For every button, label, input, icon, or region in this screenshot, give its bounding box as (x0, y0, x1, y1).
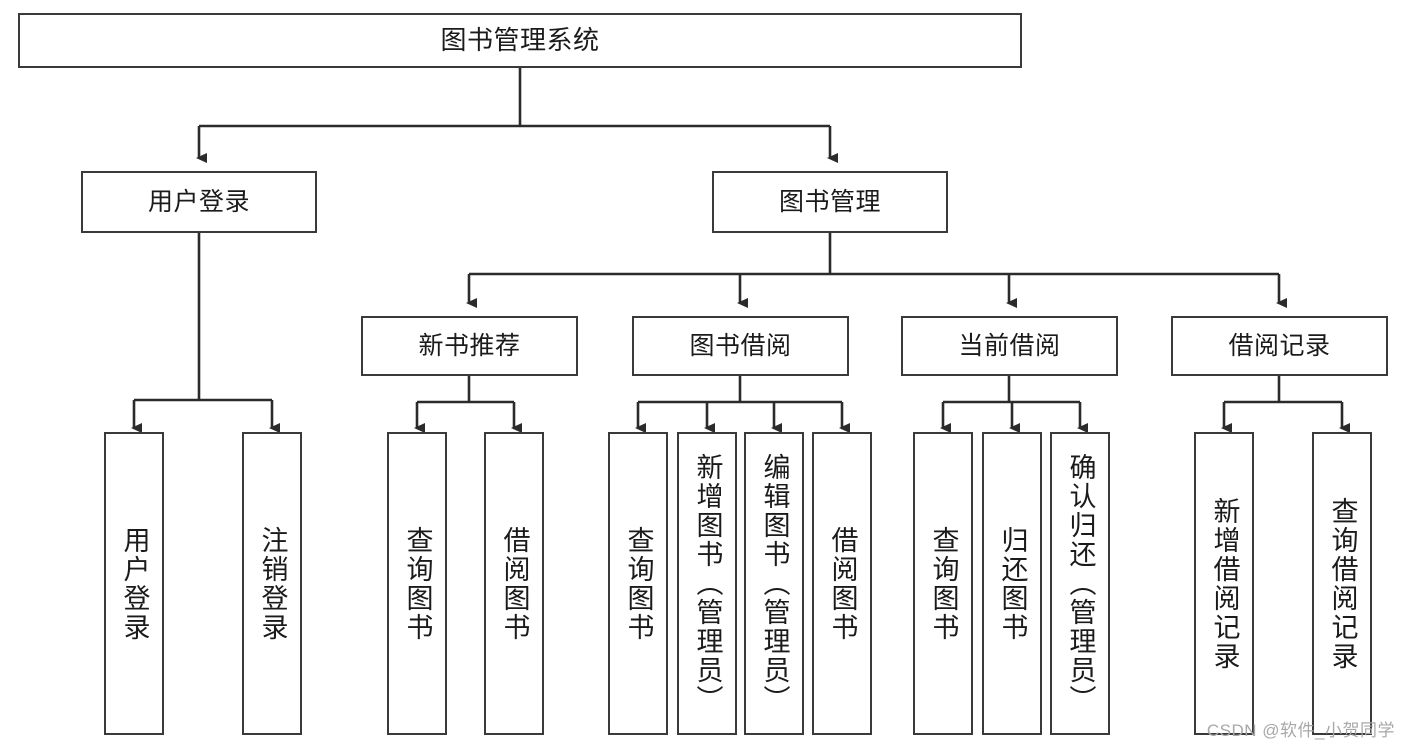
node-borrow-record-label: 借阅记录 (1228, 332, 1331, 360)
leaf-user-login-signout[interactable]: 注销登录 (242, 432, 302, 735)
leaf-book-borrow-add-label: 新增图书（管理员） (692, 453, 723, 714)
node-book-borrow[interactable]: 图书借阅 (632, 316, 849, 376)
leaf-book-borrow-query-label: 查询图书 (623, 525, 654, 642)
leaf-borrow-record-add[interactable]: 新增借阅记录 (1194, 432, 1254, 735)
node-root-system[interactable]: 图书管理系统 (18, 13, 1022, 68)
leaf-current-borrow-confirm[interactable]: 确认归还（管理员） (1050, 432, 1110, 735)
leaf-book-borrow-borrow-label: 借阅图书 (827, 525, 858, 642)
node-current-borrow-label: 当前借阅 (958, 332, 1061, 360)
node-book-manage[interactable]: 图书管理 (712, 171, 948, 233)
leaf-current-borrow-return[interactable]: 归还图书 (982, 432, 1042, 735)
leaf-new-book-query[interactable]: 查询图书 (387, 432, 447, 735)
node-book-manage-label: 图书管理 (778, 188, 881, 216)
node-user-login-label: 用户登录 (147, 188, 250, 216)
leaf-current-borrow-query-label: 查询图书 (928, 525, 959, 642)
csdn-watermark: CSDN @软件_小贺同学 (1206, 721, 1395, 740)
node-new-book-recommend-label: 新书推荐 (418, 332, 521, 360)
leaf-new-book-borrow-label: 借阅图书 (499, 525, 530, 642)
leaf-user-login-signout-label: 注销登录 (257, 525, 288, 642)
node-user-login[interactable]: 用户登录 (81, 171, 317, 233)
leaf-book-borrow-borrow[interactable]: 借阅图书 (812, 432, 872, 735)
node-current-borrow[interactable]: 当前借阅 (901, 316, 1118, 376)
leaf-current-borrow-query[interactable]: 查询图书 (913, 432, 973, 735)
leaf-book-borrow-query[interactable]: 查询图书 (608, 432, 668, 735)
leaf-new-book-query-label: 查询图书 (402, 525, 433, 642)
leaf-new-book-borrow[interactable]: 借阅图书 (484, 432, 544, 735)
leaf-borrow-record-add-label: 新增借阅记录 (1209, 496, 1240, 671)
leaf-current-borrow-confirm-label: 确认归还（管理员） (1065, 453, 1096, 714)
leaf-book-borrow-edit-label: 编辑图书（管理员） (759, 453, 790, 714)
leaf-borrow-record-query[interactable]: 查询借阅记录 (1312, 432, 1372, 735)
leaf-book-borrow-edit[interactable]: 编辑图书（管理员） (744, 432, 804, 735)
node-borrow-record[interactable]: 借阅记录 (1171, 316, 1388, 376)
leaf-user-login-signin[interactable]: 用户登录 (104, 432, 164, 735)
node-new-book-recommend[interactable]: 新书推荐 (361, 316, 578, 376)
leaf-book-borrow-add[interactable]: 新增图书（管理员） (677, 432, 737, 735)
node-book-borrow-label: 图书借阅 (689, 332, 792, 360)
node-root-system-label: 图书管理系统 (440, 24, 600, 55)
leaf-current-borrow-return-label: 归还图书 (997, 525, 1028, 642)
leaf-borrow-record-query-label: 查询借阅记录 (1327, 496, 1358, 671)
leaf-user-login-signin-label: 用户登录 (119, 525, 150, 642)
